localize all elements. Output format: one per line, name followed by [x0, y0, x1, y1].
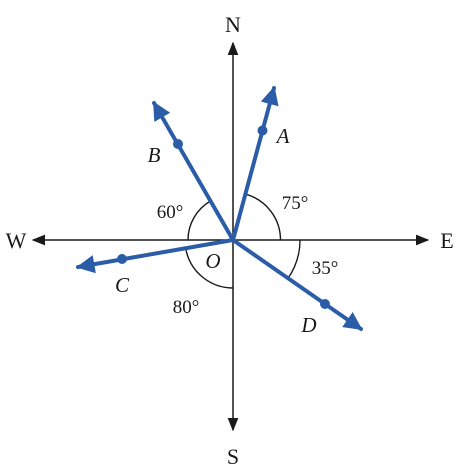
point-a-dot [257, 125, 268, 136]
south-label: S [227, 444, 239, 469]
rays [76, 86, 363, 331]
point-c-label: C [115, 273, 130, 297]
point-b-label: B [148, 143, 161, 167]
point-d-dot [320, 299, 330, 309]
point-a-label: A [275, 124, 290, 148]
east-label: E [440, 228, 453, 253]
ray-b [152, 101, 235, 242]
angle-arcs [185, 193, 301, 289]
point-d-label: D [300, 313, 316, 337]
point-c-dot [117, 254, 127, 264]
ray-a [231, 86, 279, 242]
angle-label-75: 75° [282, 193, 309, 214]
west-label: W [6, 228, 27, 253]
angle-label-35: 35° [312, 258, 339, 279]
origin-label: O [205, 249, 220, 273]
arc-60 [187, 200, 211, 241]
arc-80 [185, 248, 234, 289]
angle-label-60: 60° [157, 202, 184, 223]
ray-points [117, 125, 330, 309]
angle-label-80: 80° [173, 297, 200, 318]
ray-c [76, 238, 235, 274]
ray-d [231, 238, 363, 331]
north-label: N [225, 12, 241, 37]
point-b-dot [173, 139, 183, 149]
arc-35 [287, 239, 301, 279]
arc-75 [245, 193, 282, 241]
